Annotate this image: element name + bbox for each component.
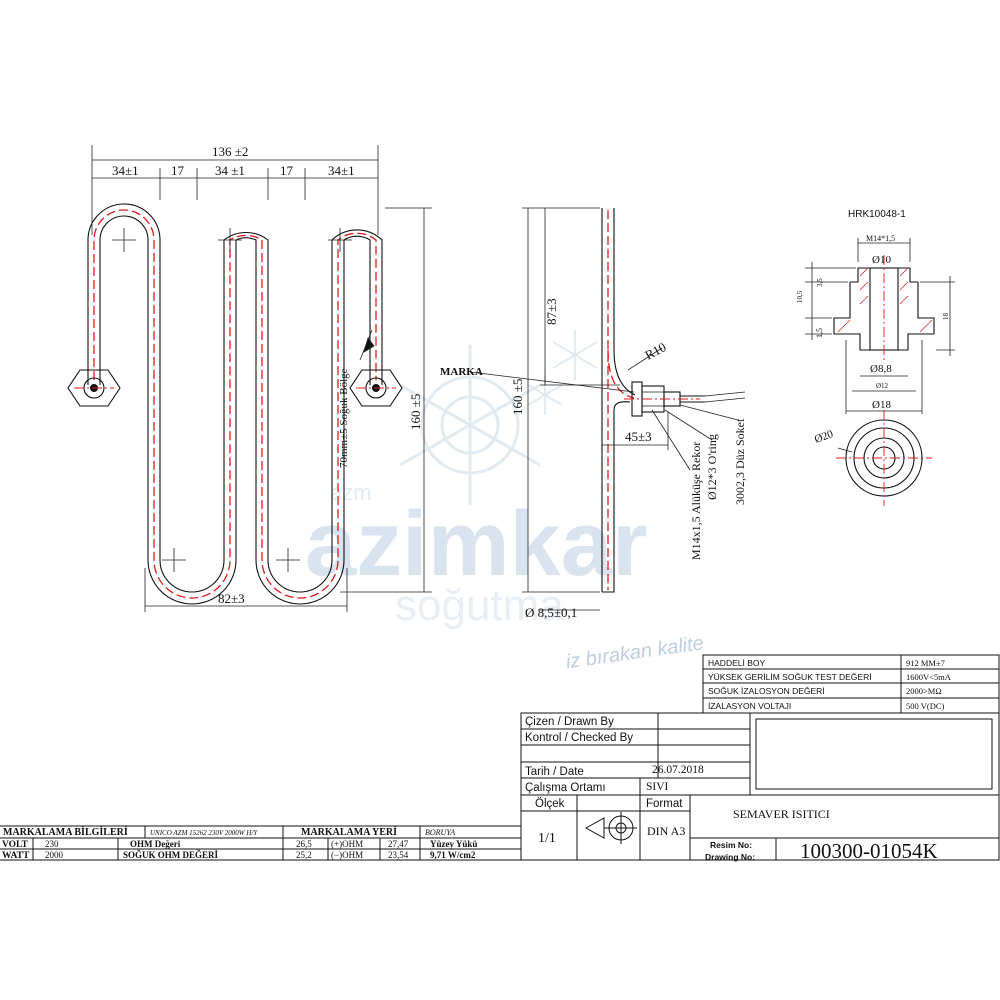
watermark-sub: soğutma	[395, 581, 564, 630]
watermark-brand: azimkar	[305, 493, 648, 595]
drawing-no: 100300-01054K	[800, 839, 938, 863]
drawn-by-label: Çizen / Drawn By	[525, 716, 614, 728]
projection-symbol-icon	[584, 812, 637, 844]
detail-thread: M14*1,5	[866, 234, 895, 243]
heater-side-view: 87±3 160 ±5 R10 45±3 Ø 8,5±0,1 MARKA M14…	[440, 207, 747, 620]
volt-value: 230	[45, 839, 59, 849]
dim-overall-width: 136 ±2	[212, 144, 248, 159]
scale-label: Ölçek	[535, 798, 565, 810]
watt-label: WATT	[2, 851, 30, 861]
cold-ohm-label: SOĞUK OHM DEĞERİ	[123, 850, 219, 860]
marking-place-header: MARKALAMA YERİ	[301, 826, 397, 838]
dim-seg1: 34±1	[112, 163, 139, 178]
detail-code: HRK10048-1	[848, 209, 906, 220]
dim-seg3: 34±1	[328, 163, 355, 178]
env-label: Çalışma Ortamı	[525, 782, 606, 794]
drawing-no-label-1: Resim No:	[710, 840, 752, 850]
checked-by-label: Kontrol / Checked By	[525, 732, 633, 744]
detail-d10: Ø10	[872, 254, 891, 266]
socket-label: 3002,3 Düz Soket	[733, 418, 747, 505]
dim-gap2: 17	[280, 163, 294, 178]
detail-d18: Ø18	[872, 399, 891, 411]
side-fitting-icon	[624, 381, 746, 417]
spec-label-1: YÜKSEK GERİLİM SOĞUK TEST DEĞERİ	[708, 672, 872, 682]
surface-value: 9,71 W/cm2	[430, 850, 476, 860]
detail-h-mid: 10,5	[796, 290, 804, 303]
drawing-no-label-2: Drawing No:	[705, 852, 755, 862]
detail-h-low: 1,5	[815, 328, 824, 338]
snowflake-small-icon	[527, 330, 598, 415]
watermark-small: azm	[330, 480, 372, 505]
watermark: azm azimkar soğutma	[305, 330, 648, 630]
marking-header: MARKALAMA BİLGİLERİ	[3, 826, 128, 838]
dim-radius: R10	[642, 339, 668, 362]
surface-label: Yüzey Yükü	[430, 839, 477, 849]
fitting-detail-view: HRK10048-1 M14*1,5 Ø10 Ø8,8 Ø12 Ø18	[796, 209, 955, 506]
heater-front-view: 70mm±5 Soğuk Bölge 136 ±2 34±1 17 34 ±1 …	[67, 144, 432, 612]
drawing-title: SEMAVER ISITICI	[733, 807, 830, 821]
dim-diameter: Ø 8,5±0,1	[525, 605, 577, 620]
ohm-minus-label: (−)OHM	[331, 850, 363, 860]
ohm-minus-value: 23,54	[388, 850, 409, 860]
ohm-label: OHM Değeri	[130, 839, 181, 849]
marking-text: UNICO AZM 15262 230V 2000W H/Y	[150, 829, 258, 837]
detail-d12: Ø12	[876, 382, 889, 390]
title-block: Çizen / Drawn By Kontrol / Checked By Ta…	[520, 712, 1000, 863]
format-label: Format	[646, 798, 683, 810]
detail-plan-icon	[836, 410, 932, 506]
spec-label-3: İZALASYON VOLTAJI	[708, 701, 791, 711]
detail-h-right: 18	[942, 313, 950, 321]
env-value: SIVI	[646, 781, 669, 793]
spec-label-2: SOĞUK İZALOSYON DEĞERİ	[708, 686, 825, 696]
ohm-value: 26,5	[296, 839, 312, 849]
detail-h-small: 3,5	[816, 278, 824, 287]
spec-value-1: 1600V<5mA	[906, 672, 952, 682]
spec-value-2: 2000>MΩ	[906, 686, 942, 696]
snowflake-icon	[399, 345, 541, 505]
date-value: 26.07.2018	[652, 764, 704, 776]
volt-label: VOLT	[2, 840, 29, 850]
dim-height: 160 ±5	[408, 394, 423, 430]
fitting-left-icon	[67, 369, 121, 407]
dim-side-upper: 87±3	[544, 298, 559, 325]
dim-side-height: 160 ±5	[510, 379, 525, 415]
detail-d8: Ø8,8	[870, 363, 892, 375]
watermark-slogan: iz bırakan kalite	[564, 632, 705, 673]
format-value: DIN A3	[647, 824, 685, 838]
dim-seg2: 34 ±1	[215, 163, 245, 178]
watt-value: 2000	[45, 850, 64, 860]
dim-gap1: 17	[171, 163, 185, 178]
ohm-plus-label: (+)OHM	[331, 839, 363, 849]
dim-offset: 45±3	[625, 429, 652, 444]
detail-d20: Ø20	[813, 428, 835, 446]
cold-zone-label: 70mm±5 Soğuk Bölge	[338, 368, 350, 468]
specs-table: HADDELİ BOY 912 MM±7 YÜKSEK GERİLİM SOĞU…	[702, 654, 1000, 714]
scale-value: 1/1	[538, 831, 556, 846]
oring-label: Ø12*3 O'ring	[705, 434, 719, 500]
spec-value-0: 912 MM±7	[906, 658, 945, 668]
marking-table: MARKALAMA BİLGİLERİ UNICO AZM 15262 230V…	[0, 825, 521, 861]
cold-ohm-value: 25,2	[296, 850, 312, 860]
dim-bottom-width: 82±3	[218, 591, 245, 606]
fitting-right-icon	[349, 369, 403, 407]
marka-label: MARKA	[440, 366, 483, 378]
spec-value-3: 500 V(DC)	[906, 701, 944, 711]
marking-place: BORUYA	[425, 828, 455, 837]
spec-label-0: HADDELİ BOY	[708, 658, 765, 668]
date-label: Tarih / Date	[525, 766, 584, 778]
fitting-label: M14x1,5 Alüküşe Rekor	[689, 442, 703, 560]
ohm-plus-value: 27,47	[388, 839, 409, 849]
